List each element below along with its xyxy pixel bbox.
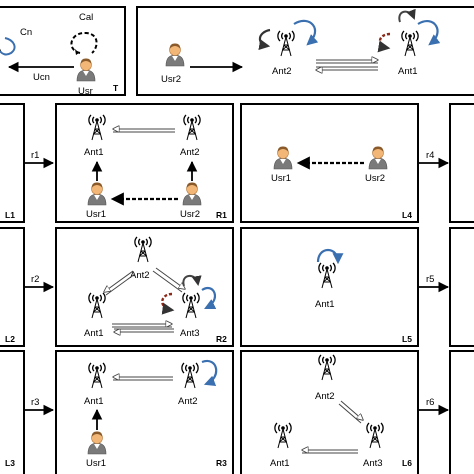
node-label: Ant1: [84, 396, 104, 407]
node-label: Ant1: [398, 66, 418, 77]
svg-text:r1: r1: [31, 150, 39, 161]
panel-right-partial-2: [449, 227, 474, 347]
user-icon: [87, 181, 107, 206]
node-label: Usr2: [161, 74, 181, 85]
blue-self-loop: [316, 248, 344, 265]
node-label: Usr2: [365, 173, 385, 184]
rule-r4: r4: [418, 150, 450, 169]
node-label: Ant3: [180, 328, 200, 339]
panel-label: R3: [216, 458, 227, 468]
panel-L6: Ant2 Ant1 Ant3 L6: [240, 350, 419, 474]
panel-label: R1: [216, 210, 227, 220]
node-label: Usr: [78, 86, 93, 97]
dashed-self-loop: [377, 32, 391, 53]
node-label: Usr1: [86, 458, 106, 469]
panel-T: Usr Cal Cn Ucn T: [0, 6, 126, 97]
user-icon: [273, 145, 293, 170]
panel-label: L1: [5, 210, 15, 220]
panel-label: L5: [402, 334, 412, 344]
dashed-self-loop: [70, 31, 98, 54]
edge-label: Ucn: [33, 72, 50, 83]
node-label: Ant2: [180, 147, 200, 158]
panel-label: T: [113, 83, 119, 93]
panel-R2: Ant2 Ant1 Ant3 R2: [55, 227, 234, 347]
panel-label: R2: [216, 334, 227, 344]
panel-R3: Ant1 Ant2 Usr1 R3: [55, 350, 234, 474]
panel-label: L3: [5, 458, 15, 468]
node-label: Cal: [79, 12, 93, 23]
panel-L5: Ant1 L5: [240, 227, 419, 347]
panel-label: L4: [402, 210, 412, 220]
double-edge: [104, 270, 134, 292]
node-label: Ant1: [84, 328, 104, 339]
panel-L4: Usr1 Usr2 L4: [240, 103, 419, 223]
antenna-icon: [366, 422, 384, 449]
double-edge: [340, 400, 363, 420]
antenna-icon: [134, 236, 152, 263]
panel-label: L2: [5, 334, 15, 344]
dark-self-loop: [182, 275, 202, 287]
panel-R1: Ant1 Ant2 Usr1 Usr2 R1: [55, 103, 234, 223]
panel-L3: L3: [0, 350, 25, 474]
dark-self-loop: [398, 8, 416, 23]
dashed-self-loop: [161, 292, 175, 315]
svg-text:r2: r2: [31, 274, 39, 285]
node-label: Ant3: [363, 458, 383, 469]
dark-self-loop: [258, 28, 271, 50]
node-label: Cn: [20, 27, 32, 38]
rule-r2: r2: [24, 274, 55, 293]
rule-r3: r3: [24, 397, 55, 416]
rule-r5: r5: [418, 274, 450, 293]
panel-right-partial-1: [449, 103, 474, 223]
svg-text:r5: r5: [426, 274, 434, 285]
antenna-icon: [88, 362, 106, 389]
antenna-icon: [88, 292, 106, 319]
blue-self-loop: [201, 287, 217, 309]
node-label: Usr1: [271, 173, 291, 184]
node-label: Ant1: [270, 458, 290, 469]
antenna-icon: [183, 114, 201, 141]
svg-text:r6: r6: [426, 397, 434, 408]
user-icon: [368, 145, 388, 170]
svg-text:r4: r4: [426, 150, 434, 161]
panel-L1: L1: [0, 103, 25, 223]
panel-label: L6: [402, 458, 412, 468]
node-label: Ant1: [84, 147, 104, 158]
user-icon: [76, 57, 96, 82]
double-edge: [152, 270, 183, 293]
antenna-icon: [181, 362, 199, 389]
antenna-icon: [318, 354, 336, 381]
user-icon: [165, 42, 185, 67]
node-label: Usr1: [86, 209, 106, 220]
node-label: Ant1: [315, 299, 335, 310]
panel-top-right: Usr2 Ant2 Ant1: [136, 6, 474, 96]
blue-self-loop: [417, 20, 441, 46]
user-icon: [87, 430, 107, 455]
node-label: Ant2: [315, 391, 335, 402]
antenna-icon: [182, 292, 200, 319]
node-label: Usr2: [180, 209, 200, 220]
node-label: Ant2: [178, 396, 198, 407]
node-label: Ant2: [130, 270, 150, 281]
panel-right-partial-3: [449, 350, 474, 474]
antenna-icon: [277, 30, 295, 57]
blue-self-loop: [0, 37, 16, 56]
rule-r1: r1: [24, 150, 55, 169]
svg-text:r3: r3: [31, 397, 39, 408]
user-icon: [182, 181, 202, 206]
antenna-icon: [274, 422, 292, 449]
antenna-icon: [401, 30, 419, 57]
panel-L2: L2: [0, 227, 25, 347]
rule-r6: r6: [418, 397, 450, 416]
blue-self-loop: [201, 359, 218, 387]
node-label: Ant2: [272, 66, 292, 77]
blue-self-loop: [293, 19, 319, 46]
antenna-icon: [88, 114, 106, 141]
antenna-icon: [318, 262, 336, 289]
